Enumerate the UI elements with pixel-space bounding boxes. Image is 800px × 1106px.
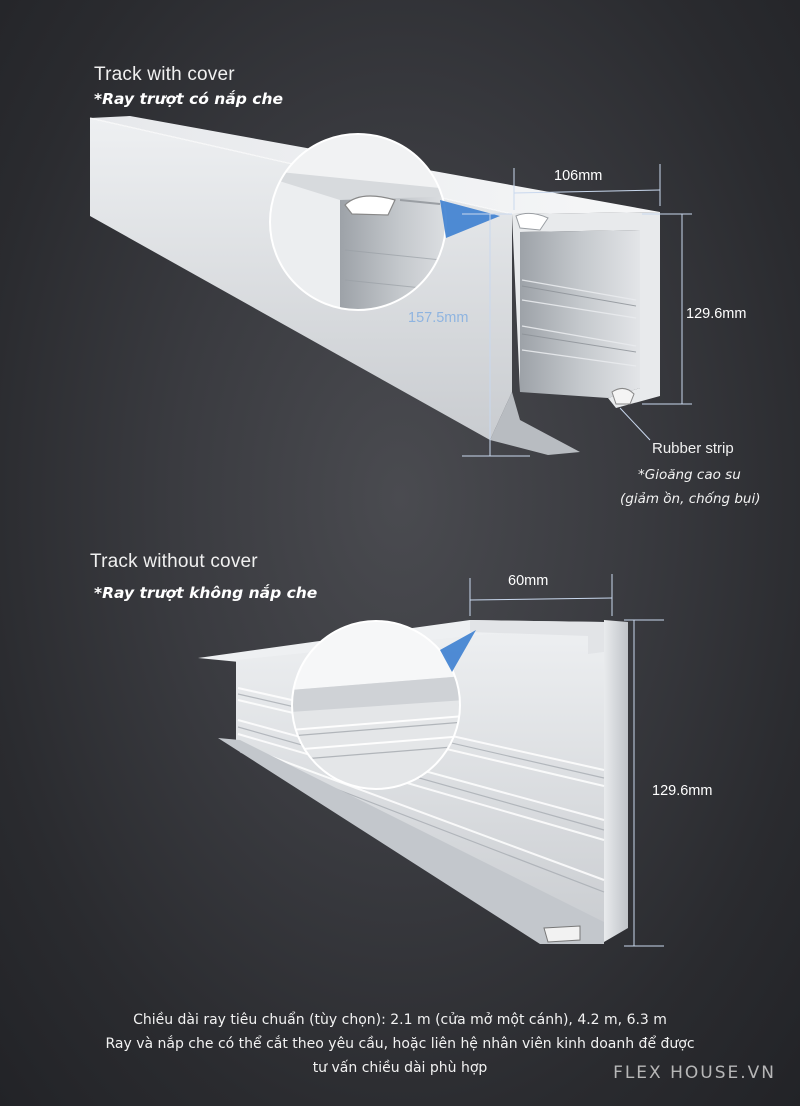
brand-watermark: FLEX HOUSE.VN [613,1063,776,1083]
rubber-strip-label: Rubber strip [652,440,734,457]
track-with-cover-subtitle: *Ray trượt có nắp che [94,90,284,108]
dim-height-top: 129.6mm [686,306,747,322]
footer-line-1: Chiều dài ray tiêu chuẩn (tùy chọn): 2.1… [133,1012,667,1028]
track-with-cover [89,116,692,457]
rubber-strip-note-2: (giảm ồn, chống bụi) [620,491,761,507]
footer-line-2: Ray và nắp che có thể cắt theo yêu cầu, … [105,1036,695,1052]
dim-total-height: 157.5mm [408,310,469,326]
dimension-lines-top [462,164,692,457]
dimension-lines-bottom [469,574,664,947]
dim-height-bottom: 129.6mm [652,783,713,799]
track-without-cover-subtitle: *Ray trượt không nắp che [94,584,318,602]
rubber-strip-note: *Gioăng cao su [638,467,741,483]
dim-width-top: 106mm [554,168,603,184]
track-without-cover [198,574,664,947]
track-without-cover-title: Track without cover [90,551,258,572]
detail-magnifier-open [291,620,476,790]
footer-line-3: tư vấn chiều dài phù hợp [312,1060,488,1076]
dim-width-bottom: 60mm [508,573,549,589]
track-with-cover-title: Track with cover [94,64,235,85]
